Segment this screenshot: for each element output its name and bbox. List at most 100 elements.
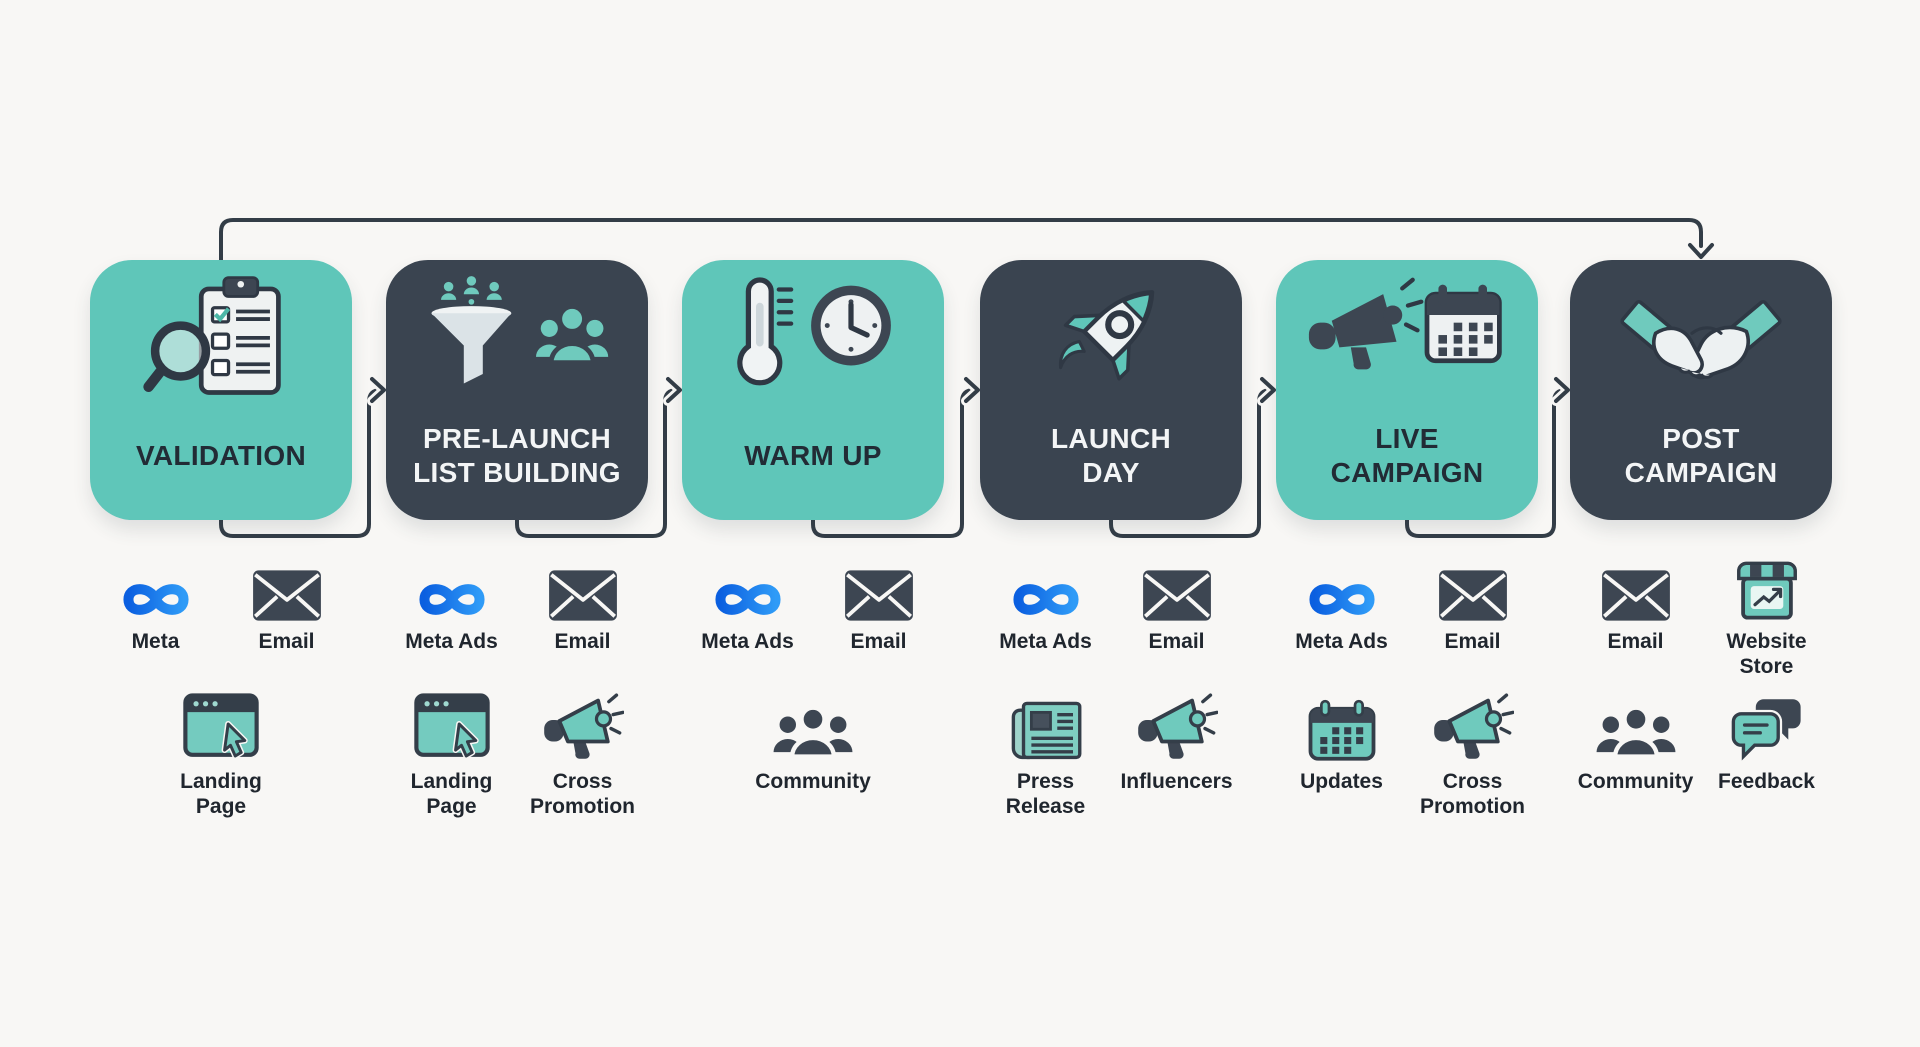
funnel-audience-icon — [422, 260, 612, 402]
loop-3-4 — [811, 388, 978, 538]
channel-email: Email — [221, 548, 352, 688]
email-icon — [548, 569, 618, 622]
meta-icon — [1010, 577, 1082, 622]
stage-label: PRE-LAUNCH LIST BUILDING — [413, 422, 621, 488]
channel-label: Feedback — [1718, 770, 1815, 793]
channel-label: Email — [1444, 630, 1501, 653]
channel-cross-promotion: Cross Promotion — [517, 688, 648, 828]
megaphone-icon — [542, 693, 624, 762]
channel-label: Meta Ads — [999, 630, 1092, 653]
stage-pre-launch-list-building: PRE-LAUNCH LIST BUILDING — [386, 260, 648, 520]
stage-label: VALIDATION — [136, 439, 306, 471]
arrowhead-right-icon — [1260, 377, 1276, 403]
stage-label: LAUNCH DAY — [1050, 422, 1171, 488]
storefront-icon — [1732, 559, 1802, 622]
stage-validation: VALIDATION — [90, 260, 352, 520]
meta-icon — [416, 577, 488, 622]
arrowhead-right-icon — [964, 377, 980, 403]
channel-updates: Updates — [1276, 688, 1407, 828]
stage-launch-day: LAUNCH DAY — [980, 260, 1242, 520]
community-icon — [771, 705, 855, 762]
stage-post-campaign: POST CAMPAIGN — [1570, 260, 1832, 520]
megaphone-icon — [1432, 693, 1514, 762]
channel-label: Community — [1577, 770, 1694, 793]
channel-landing-page: Landing Page — [386, 688, 517, 828]
calendar-icon — [1307, 699, 1377, 762]
feedback-icon — [1730, 697, 1804, 762]
channel-community: Community — [1570, 688, 1701, 828]
arrowhead-down-icon — [1688, 243, 1714, 259]
thermometer-clock-icon — [718, 260, 908, 402]
stage-label: LIVE CAMPAIGN — [1330, 422, 1484, 488]
meta-icon — [712, 577, 784, 622]
megaphone-calendar-icon — [1307, 260, 1507, 402]
channels-warm-up: Meta Ads Email Community — [682, 548, 944, 828]
email-icon — [1601, 569, 1671, 622]
megaphone-icon — [1136, 693, 1218, 762]
channel-label: Press Release — [1005, 770, 1086, 818]
landing-page-icon — [414, 693, 490, 762]
email-icon — [844, 569, 914, 622]
stage-label: POST CAMPAIGN — [1624, 422, 1778, 488]
channel-meta-ads: Meta Ads — [980, 548, 1111, 688]
channel-meta: Meta — [90, 548, 221, 688]
loop-1-2 — [219, 388, 384, 538]
email-icon — [252, 569, 322, 622]
channel-website-store: Website Store — [1701, 548, 1832, 688]
channel-press-release: Press Release — [980, 688, 1111, 828]
channel-label: Email — [258, 630, 315, 653]
channel-feedback: Feedback — [1701, 688, 1832, 828]
channel-cross-promotion: Cross Promotion — [1407, 688, 1538, 828]
newspaper-icon — [1010, 701, 1082, 762]
stage-warm-up: WARM UP — [682, 260, 944, 520]
stage-live-campaign: LIVE CAMPAIGN — [1276, 260, 1538, 520]
channel-label: Meta — [131, 630, 180, 653]
channel-landing-page: Landing Page — [156, 688, 287, 828]
channel-email: Email — [1407, 548, 1538, 688]
channel-meta-ads: Meta Ads — [682, 548, 813, 688]
stage-label: WARM UP — [744, 439, 882, 471]
channels-launch-day: Meta Ads Email Press Release Influencers — [980, 548, 1242, 828]
loop-4-5 — [1109, 388, 1274, 538]
channel-label: Updates — [1300, 770, 1383, 793]
rocket-icon — [1036, 260, 1186, 402]
channel-label: Meta Ads — [701, 630, 794, 653]
landing-page-icon — [183, 693, 259, 762]
channel-label: Email — [554, 630, 611, 653]
magnifier-checklist-icon — [141, 260, 301, 402]
email-icon — [1438, 569, 1508, 622]
arrowhead-right-icon — [666, 377, 682, 403]
meta-icon — [120, 577, 192, 622]
loop-5-6 — [1405, 388, 1569, 538]
community-icon — [1594, 705, 1678, 762]
channel-influencers: Influencers — [1111, 688, 1242, 828]
channels-validation: Meta Email Landing Page — [90, 548, 352, 828]
channel-label: Community — [755, 770, 871, 793]
channel-label: Website Store — [1726, 630, 1807, 678]
meta-icon — [1306, 577, 1378, 622]
channel-label: Email — [1607, 630, 1664, 653]
arrowhead-right-icon — [1554, 377, 1570, 403]
channel-email: Email — [1111, 548, 1242, 688]
channel-label: Influencers — [1120, 770, 1233, 793]
channel-meta-ads: Meta Ads — [1276, 548, 1407, 688]
top-connector — [219, 218, 1703, 264]
channel-label: Cross Promotion — [1420, 770, 1525, 818]
channel-label: Meta Ads — [405, 630, 498, 653]
channels-pre-launch: Meta Ads Email Landing Page Cross Promot… — [386, 548, 648, 828]
channel-label: Landing Page — [180, 770, 262, 818]
channel-label: Email — [850, 630, 907, 653]
channel-email: Email — [813, 548, 944, 688]
channel-email: Email — [1570, 548, 1701, 688]
channel-community: Community — [748, 688, 879, 828]
channel-email: Email — [517, 548, 648, 688]
channels-post-campaign: Email Website Store Community Feedback — [1570, 548, 1832, 828]
channel-label: Cross Promotion — [530, 770, 635, 818]
channel-label: Email — [1148, 630, 1205, 653]
channel-meta-ads: Meta Ads — [386, 548, 517, 688]
handshake-icon — [1601, 260, 1801, 402]
email-icon — [1142, 569, 1212, 622]
channels-live-campaign: Meta Ads Email Updates Cross Promotion — [1276, 548, 1538, 828]
